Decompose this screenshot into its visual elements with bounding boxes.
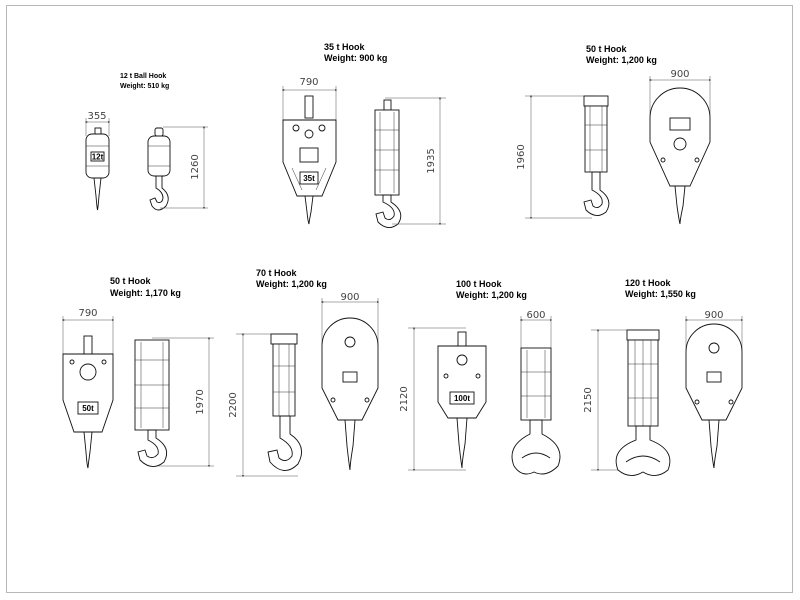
hook-title: 100 t Hook xyxy=(456,279,503,289)
hook-50t-a: 50 t Hook Weight: 1,200 kg 1960 900 xyxy=(516,44,712,225)
width-dimension: 900 xyxy=(670,69,689,80)
height-dimension: 2200 xyxy=(228,392,239,417)
side-view xyxy=(583,95,610,216)
hook-title: 70 t Hook xyxy=(256,268,298,278)
width-dimension: 600 xyxy=(526,310,545,321)
drawing-sheet xyxy=(6,5,793,593)
height-dimension: 1935 xyxy=(426,148,437,173)
hook-title: 35 t Hook xyxy=(324,42,366,52)
capacity-label: 35t xyxy=(303,174,315,183)
width-dimension: 900 xyxy=(704,310,723,321)
hook-title: 50 t Hook xyxy=(586,44,628,54)
width-dimension: 790 xyxy=(78,308,97,319)
front-view: 50t xyxy=(62,335,114,469)
height-dimension: 2150 xyxy=(583,387,594,412)
hook-50t-b: 50 t Hook Weight: 1,170 kg 790 50t 1970 xyxy=(61,276,214,469)
height-dimension: 1970 xyxy=(195,389,206,414)
hook-weight: Weight: 900 kg xyxy=(324,53,387,63)
hook-100t: 100 t Hook Weight: 1,200 kg 2120 100t 60… xyxy=(399,279,561,475)
width-dimension: 790 xyxy=(299,77,318,88)
hook-weight: Weight: 510 kg xyxy=(120,83,169,90)
height-dimension: 1260 xyxy=(190,154,201,179)
side-view xyxy=(374,99,402,228)
hook-12t-ball: 12 t Ball Hook Weight: 510 kg 355 12t 12… xyxy=(84,73,208,211)
height-dimension: 2120 xyxy=(399,386,410,411)
front-view: 35t xyxy=(282,95,337,225)
front-view xyxy=(649,87,711,225)
hook-120t: 120 t Hook Weight: 1,550 kg 2150 900 xyxy=(583,278,744,476)
side-view xyxy=(615,329,671,476)
height-dimension: 1960 xyxy=(516,144,527,169)
hook-70t: 70 t Hook Weight: 1,200 kg 2200 900 xyxy=(228,268,380,478)
width-dimension: 355 xyxy=(87,111,106,122)
width-dimension: 900 xyxy=(340,292,359,303)
capacity-label: 100t xyxy=(454,394,470,403)
hook-title: 120 t Hook xyxy=(625,278,672,288)
hook-title: 50 t Hook xyxy=(110,276,152,286)
front-view: 100t xyxy=(437,331,487,469)
hook-weight: Weight: 1,170 kg xyxy=(110,288,181,298)
front-view xyxy=(321,317,379,471)
side-view xyxy=(511,347,561,475)
side-view xyxy=(147,127,171,211)
capacity-label: 50t xyxy=(82,404,94,413)
hook-35t: 35 t Hook Weight: 900 kg 790 35t 1935 xyxy=(281,42,446,228)
side-view xyxy=(134,339,170,467)
capacity-label: 12t xyxy=(92,153,104,162)
hook-title: 12 t Ball Hook xyxy=(120,73,166,80)
front-view xyxy=(685,323,743,469)
front-view: 12t xyxy=(85,127,110,211)
hook-weight: Weight: 1,550 kg xyxy=(625,289,696,299)
hook-weight: Weight: 1,200 kg xyxy=(586,55,657,65)
hook-weight: Weight: 1,200 kg xyxy=(256,279,327,289)
side-view xyxy=(267,333,303,471)
hook-weight: Weight: 1,200 kg xyxy=(456,290,527,300)
